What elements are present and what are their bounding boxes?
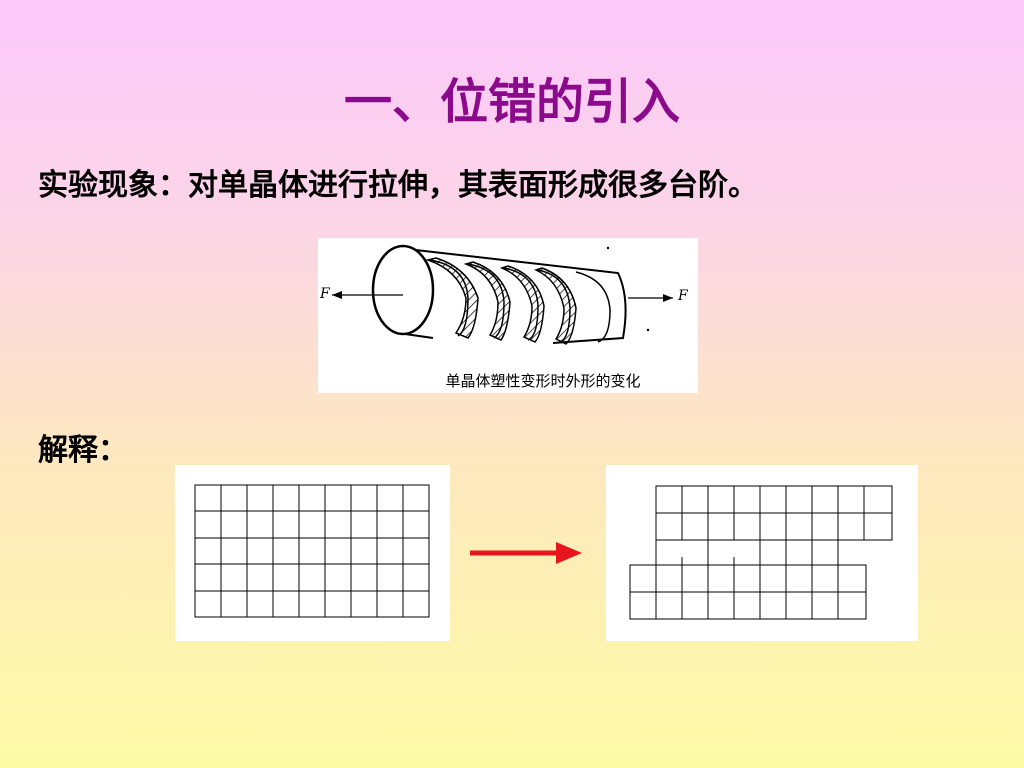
force-label-left: F	[320, 286, 330, 302]
single-crystal-figure: F F 单晶体塑性变形时外形的变化	[318, 238, 698, 393]
right-arrow-icon	[470, 542, 582, 564]
lattice-after-grid	[629, 485, 893, 620]
slide-title: 一、位错的引入	[343, 74, 680, 130]
lattice-before-grid	[194, 484, 430, 618]
force-label-right: F	[678, 288, 688, 304]
lattice-after-panel	[606, 465, 918, 641]
observation-text: 实验现象：对单晶体进行拉伸，其表面形成很多台阶。	[38, 168, 758, 203]
figure-caption: 单晶体塑性变形时外形的变化	[445, 372, 641, 390]
lattice-before-panel	[175, 465, 450, 641]
crystal-drawing	[332, 244, 673, 345]
explanation-label: 解释：	[38, 433, 128, 468]
